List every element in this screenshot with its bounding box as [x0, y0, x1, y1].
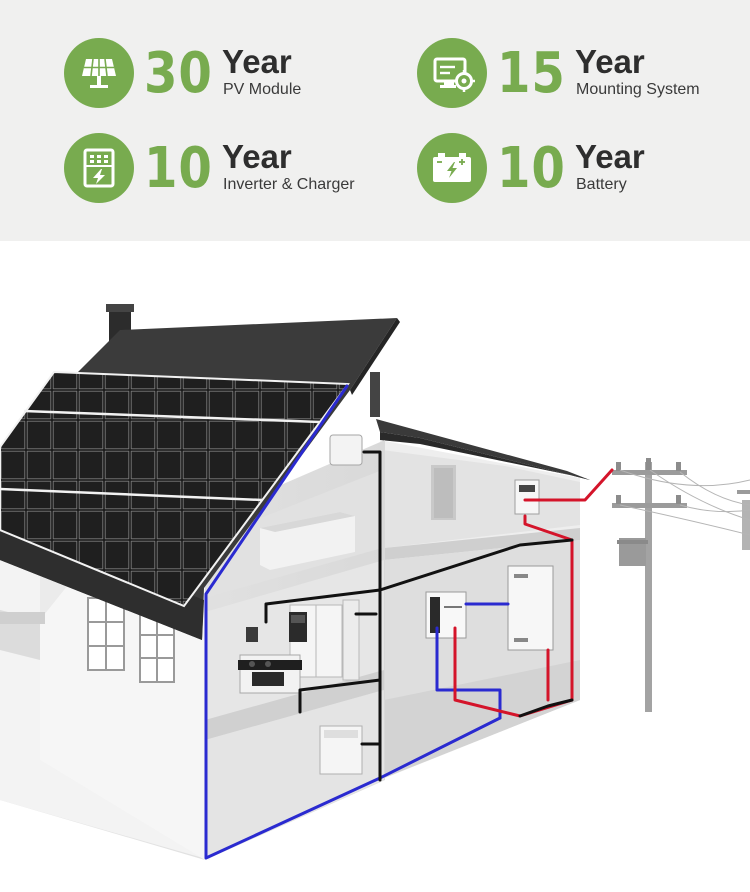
wiring: [204, 384, 614, 860]
windows: [87, 597, 175, 683]
solar-panel-array: [0, 370, 350, 608]
monitor-gear-icon: [417, 38, 487, 108]
warranty-unit: Year: [222, 43, 292, 80]
warranty-label: Inverter & Charger: [223, 176, 355, 193]
ac-unit: [329, 434, 363, 466]
warranty-unit: Year: [575, 43, 645, 80]
utility-pole: [612, 458, 750, 712]
warranty-item-inverter-charger: 10 Year Inverter & Charger: [64, 133, 404, 213]
warranty-years: 10: [497, 136, 566, 201]
inverter-icon: [64, 133, 134, 203]
warranty-years: 30: [144, 41, 213, 106]
warranty-unit: Year: [575, 138, 645, 175]
electric-meter: [514, 479, 540, 515]
solar-panel-icon: [64, 38, 134, 108]
warranty-item-pv-module: 30 Year PV Module: [64, 38, 404, 118]
solar-house-illustration: [0, 304, 750, 860]
warranty-item-battery: 10 Year Battery: [417, 133, 750, 213]
warranty-years: 10: [144, 136, 213, 201]
warranty-label: PV Module: [223, 81, 302, 98]
warranty-unit: Year: [222, 138, 292, 175]
warranty-band: 30 Year PV Module 15 Year: [0, 0, 750, 241]
battery-unit: [507, 565, 554, 651]
hybrid-inverter: [425, 591, 467, 639]
warranty-item-mounting-system: 15 Year Mounting System: [417, 38, 750, 118]
warranty-years: 15: [497, 41, 566, 106]
warranty-label: Mounting System: [576, 81, 700, 98]
warranty-label: Battery: [576, 176, 627, 193]
kitchen-appliances: [238, 599, 363, 775]
battery-icon: [417, 133, 487, 203]
